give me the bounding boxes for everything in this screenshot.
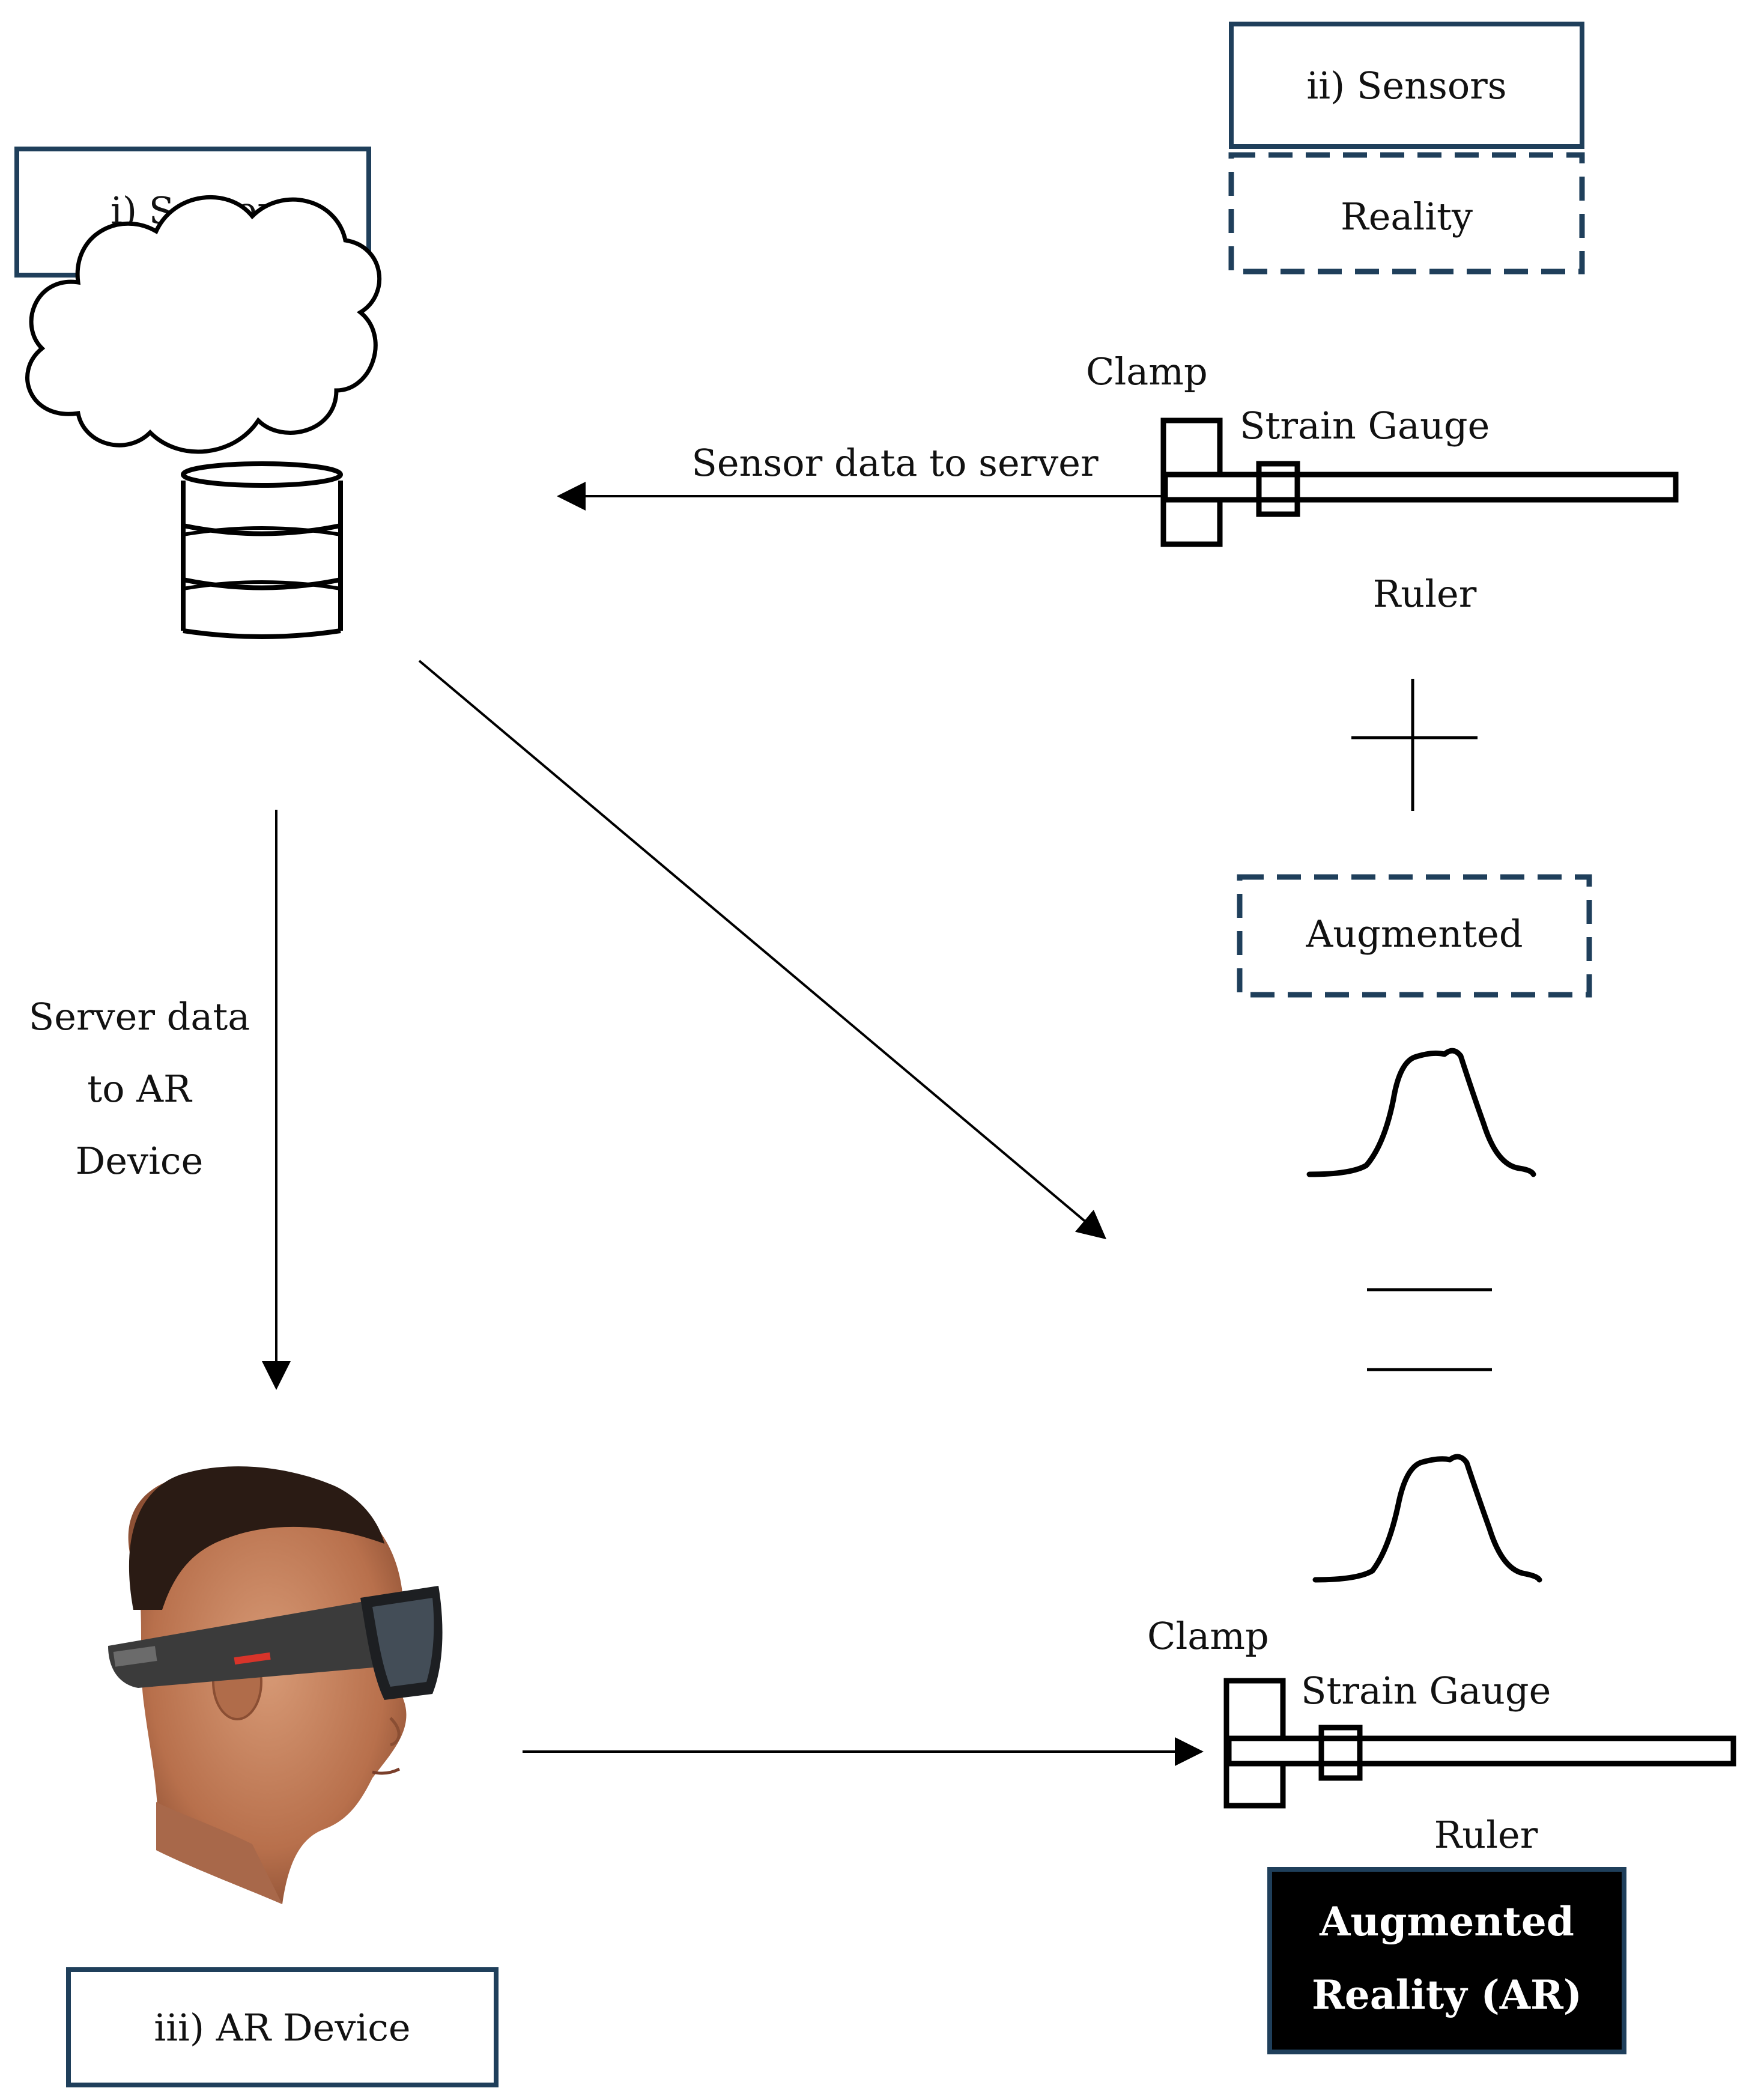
ar-device-label: iii) AR Device bbox=[154, 2006, 410, 2050]
augmented-box: Augmented bbox=[1237, 874, 1592, 998]
clamp-label-top: Clamp bbox=[1086, 350, 1208, 393]
strain-gauge-label-top: Strain Gauge bbox=[1240, 404, 1490, 448]
sensor-apparatus-top: Clamp Strain Gauge Ruler bbox=[1086, 350, 1679, 616]
ruler-label-top: Ruler bbox=[1373, 572, 1477, 616]
ruler-bar-top bbox=[1162, 472, 1679, 503]
equals-icon bbox=[1367, 1288, 1492, 1371]
server-to-ar-label-line2: to AR bbox=[87, 1067, 193, 1111]
augmented-reality-box: Augmented Reality (AR) bbox=[1267, 1867, 1626, 2054]
cloud-database-icon bbox=[25, 195, 382, 639]
augmented-label: Augmented bbox=[1305, 912, 1523, 956]
reality-label: Reality bbox=[1341, 195, 1473, 238]
strain-gauge-bottom bbox=[1318, 1725, 1363, 1781]
sensors-label: ii) Sensors bbox=[1306, 64, 1506, 108]
arrow-server-to-ar-device: Server data to AR Device bbox=[29, 810, 291, 1390]
ruler-label-bottom: Ruler bbox=[1434, 1813, 1538, 1857]
plus-icon bbox=[1351, 679, 1478, 811]
sensors-box: ii) Sensors bbox=[1229, 22, 1584, 149]
reality-box: Reality bbox=[1228, 152, 1585, 275]
arrow-server-to-augmented bbox=[418, 660, 1107, 1240]
ar-headset-person-image bbox=[108, 1466, 443, 1904]
sensor-apparatus-bottom: Clamp Strain Gauge Ruler bbox=[1147, 1614, 1736, 1857]
ruler-bar-bottom bbox=[1226, 1735, 1736, 1767]
clamp-label-bottom: Clamp bbox=[1147, 1614, 1269, 1658]
strain-gauge-top bbox=[1256, 461, 1300, 517]
strain-gauge-label-bottom: Strain Gauge bbox=[1301, 1669, 1551, 1713]
server-to-ar-label-line3: Device bbox=[76, 1139, 204, 1183]
sensor-to-server-label: Sensor data to server bbox=[691, 441, 1099, 485]
server-to-ar-label-line1: Server data bbox=[29, 995, 250, 1039]
signal-waveform-bottom bbox=[1312, 1454, 1542, 1583]
augmented-reality-label-line1: Augmented bbox=[1319, 1898, 1574, 1945]
arrow-sensor-to-server: Sensor data to server bbox=[557, 441, 1165, 511]
augmented-reality-label-line2: Reality (AR) bbox=[1312, 1971, 1582, 2018]
signal-waveform-top bbox=[1306, 1048, 1536, 1177]
ar-device-box: iii) AR Device bbox=[66, 1967, 499, 2087]
database-icon bbox=[181, 461, 343, 639]
